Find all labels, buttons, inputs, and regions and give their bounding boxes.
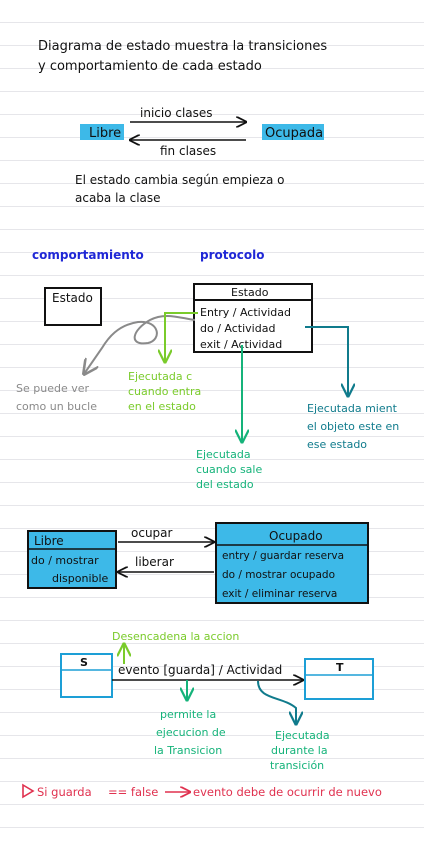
state-row-exit: exit / Actividad (200, 338, 282, 351)
note-do-1: Ejecutada mient (307, 402, 398, 415)
note-entry-1: Ejecutada c (128, 370, 192, 383)
ocupado-exit: exit / eliminar reserva (222, 588, 337, 600)
intro-title-line2: y comportamiento de cada estado (38, 59, 262, 74)
simple-state-box (44, 287, 102, 326)
state-box-header: Estado (231, 286, 269, 299)
libre-highlight (80, 124, 124, 140)
state-s-box (60, 653, 113, 698)
state-t-box (304, 658, 374, 700)
note-guard-3: la Transicion (154, 744, 222, 757)
state-box-detailed (193, 283, 313, 353)
intro-note-line2: acaba la clase (75, 191, 161, 205)
libre-line2: do / mostrar (31, 554, 99, 567)
simple-state-label: Estado (52, 291, 93, 305)
state-s-label: S (80, 656, 88, 669)
intro-note-line1: El estado cambia según empieza o (75, 173, 284, 187)
intro-title-line1: Diagrama de estado muestra la transicion… (38, 39, 327, 54)
note-guard-1: permite la (160, 708, 216, 721)
transition-label: evento [guarda] / Actividad (118, 663, 282, 677)
label-protocolo: protocolo (200, 248, 264, 262)
note-exit-3: del estado (196, 478, 254, 491)
note-loop-1: Se puede ver (16, 382, 89, 395)
loop-arrow (84, 314, 196, 374)
note-activity-3: transición (270, 759, 324, 772)
footer-bullet-icon (22, 783, 35, 799)
libre-state-box (27, 530, 117, 589)
note-loop-2: como un bucle (16, 400, 97, 413)
note-entry-2: cuando entra (128, 385, 201, 398)
note-activity-2: durante la (271, 744, 328, 757)
do-arrow (305, 326, 348, 396)
state-row-do: do / Actividad (200, 322, 275, 335)
ocupado-state-box (215, 522, 369, 604)
intro-state-libre: Libre (89, 126, 121, 141)
note-do-2: el objeto este en (307, 420, 399, 433)
arrow-liberar-label: liberar (135, 555, 174, 569)
libre-line3: disponible (52, 572, 109, 585)
arrow-fin-label: fin clases (160, 144, 216, 158)
state-row-entry: Entry / Actividad (200, 306, 291, 319)
libre-line1: Libre (34, 534, 64, 548)
ocupado-header: Ocupado (269, 529, 323, 543)
note-exit-2: cuando sale (196, 463, 262, 476)
footer-text-1: Si guarda (37, 785, 92, 799)
ocupado-do: do / mostrar ocupado (222, 569, 335, 581)
label-comportamiento: comportamiento (32, 248, 144, 262)
note-exit-1: Ejecutada (196, 448, 251, 461)
activity-arrow (257, 680, 296, 724)
note-trigger: Desencadena la accion (112, 630, 239, 643)
intro-state-ocupada: Ocupada (265, 126, 323, 141)
note-guard-2: ejecucion de (156, 726, 226, 739)
ocupado-entry: entry / guardar reserva (222, 550, 344, 562)
ocupada-highlight (262, 124, 324, 140)
note-entry-3: en el estado (128, 400, 196, 413)
footer-text-2: == false (108, 785, 158, 799)
entry-arrow (165, 312, 198, 362)
state-t-label: T (336, 661, 344, 674)
footer-text-3: evento debe de ocurrir de nuevo (193, 785, 382, 799)
arrow-ocupar-label: ocupar (131, 526, 173, 540)
arrow-inicio-label: inicio clases (140, 106, 213, 120)
note-do-3: ese estado (307, 438, 367, 451)
note-activity-1: Ejecutada (275, 729, 330, 742)
